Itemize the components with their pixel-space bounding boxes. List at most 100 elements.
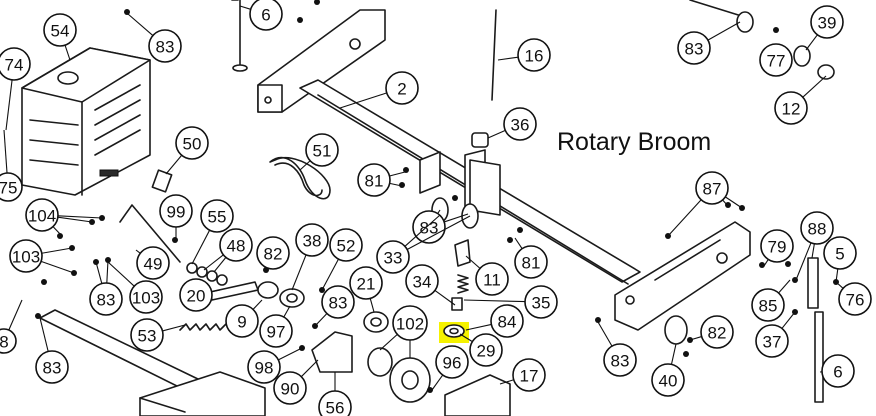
callout-leader bbox=[57, 215, 103, 219]
callout-leader bbox=[203, 254, 224, 271]
callout-label: 20 bbox=[187, 287, 206, 306]
callout-leader bbox=[213, 257, 227, 273]
callout-circle bbox=[148, 29, 182, 63]
callout-leader bbox=[499, 379, 514, 385]
callout-leader bbox=[127, 13, 154, 36]
callout-leader bbox=[64, 45, 71, 61]
callout-leader bbox=[339, 92, 387, 109]
callout-label: 40 bbox=[659, 372, 678, 391]
callout-label: 81 bbox=[365, 172, 384, 191]
callout-label: 2 bbox=[397, 80, 406, 99]
callout-leader bbox=[252, 299, 263, 310]
callout-leader bbox=[725, 196, 743, 209]
callout-label: 75 bbox=[0, 179, 17, 198]
callout-label: 56 bbox=[326, 399, 345, 416]
callout-leader bbox=[404, 214, 441, 247]
callout-75: 75 bbox=[0, 129, 23, 202]
callout-leader bbox=[389, 171, 406, 177]
callout-label: 99 bbox=[167, 203, 186, 222]
callout-label: 51 bbox=[313, 142, 332, 161]
callout-label: 53 bbox=[138, 327, 157, 346]
callout-98: 98 bbox=[247, 347, 303, 384]
callout-96: 96 bbox=[431, 345, 469, 391]
callout-55: 55 bbox=[191, 199, 234, 265]
callout-leader bbox=[463, 299, 526, 303]
callout-label: 83 bbox=[611, 352, 630, 371]
callout-circle bbox=[0, 172, 23, 202]
callout-label: 55 bbox=[208, 208, 227, 227]
callout-leader bbox=[465, 255, 481, 269]
callout-leader bbox=[291, 254, 307, 291]
callout-circle bbox=[435, 345, 469, 379]
callout-leader bbox=[795, 242, 812, 281]
callout-label: 98 bbox=[255, 359, 274, 378]
callout-leader bbox=[107, 261, 135, 287]
callout-81: 81 bbox=[514, 237, 548, 279]
callout-label: 79 bbox=[768, 238, 787, 257]
callout-leader bbox=[805, 34, 818, 51]
callout-54: 54 bbox=[43, 13, 77, 61]
callout-label: 83 bbox=[43, 359, 62, 378]
callout-52: 52 bbox=[321, 228, 363, 291]
callout-51: 51 bbox=[299, 133, 339, 171]
callout-label: 8 bbox=[0, 333, 9, 352]
callout-circle bbox=[318, 390, 352, 416]
callout-103: 103 bbox=[9, 239, 75, 274]
callout-leader bbox=[835, 281, 844, 289]
callout-circle bbox=[179, 278, 213, 312]
callout-label: 76 bbox=[846, 291, 865, 310]
callout-leader bbox=[300, 359, 319, 378]
callout-leader bbox=[191, 229, 211, 265]
callout-circle bbox=[503, 107, 537, 141]
callout-37: 37 bbox=[755, 311, 796, 358]
callout-circle bbox=[273, 371, 307, 405]
callout-leader bbox=[667, 199, 702, 237]
callout-circle bbox=[159, 194, 193, 228]
callout-label: 33 bbox=[384, 249, 403, 268]
callout-label: 34 bbox=[413, 273, 432, 292]
callout-label: 5 bbox=[835, 245, 844, 264]
callout-circle bbox=[751, 288, 785, 322]
callout-label: 74 bbox=[5, 56, 24, 75]
callout-label: 96 bbox=[443, 354, 462, 373]
callout-circle bbox=[695, 171, 729, 205]
callout-circle bbox=[700, 315, 734, 349]
callout-90: 90 bbox=[273, 359, 319, 405]
callout-103: 103 bbox=[107, 261, 163, 314]
callout-84: 84 bbox=[465, 304, 524, 338]
callout-label: 52 bbox=[337, 237, 356, 256]
callout-circle bbox=[475, 262, 509, 296]
callout-label: 37 bbox=[763, 333, 782, 352]
callout-2: 2 bbox=[339, 71, 419, 109]
callout-leader bbox=[106, 259, 109, 284]
callout-leader bbox=[135, 249, 141, 254]
callout-circle bbox=[349, 266, 383, 300]
callout-circle bbox=[385, 71, 419, 105]
callout-40: 40 bbox=[651, 343, 685, 397]
callout-88: 88 bbox=[795, 211, 834, 281]
callout-label: 16 bbox=[525, 47, 544, 66]
callout-label: 87 bbox=[703, 180, 722, 199]
callout-leader bbox=[52, 226, 63, 237]
callout-39: 39 bbox=[805, 5, 844, 51]
callout-circle bbox=[200, 199, 234, 233]
callout-label: 102 bbox=[396, 315, 424, 334]
callout-56: 56 bbox=[318, 372, 352, 416]
callout-83: 83 bbox=[677, 21, 741, 65]
callout-leader bbox=[283, 305, 291, 318]
callout-6: 6 bbox=[239, 0, 283, 31]
callout-label: 82 bbox=[708, 324, 727, 343]
callout-label: 49 bbox=[144, 255, 163, 274]
callout-21: 21 bbox=[349, 266, 383, 313]
callout-label: 103 bbox=[12, 248, 40, 267]
callout-leader bbox=[689, 336, 702, 341]
callout-circle bbox=[603, 343, 637, 377]
engine bbox=[21, 47, 151, 196]
callout-circle bbox=[405, 264, 439, 298]
callout-leader bbox=[379, 333, 398, 351]
callout-leader bbox=[487, 129, 506, 139]
callout-leader bbox=[57, 216, 93, 223]
callout-leader bbox=[497, 56, 519, 61]
callout-leader bbox=[8, 299, 23, 331]
callout-20: 20 bbox=[179, 278, 221, 312]
